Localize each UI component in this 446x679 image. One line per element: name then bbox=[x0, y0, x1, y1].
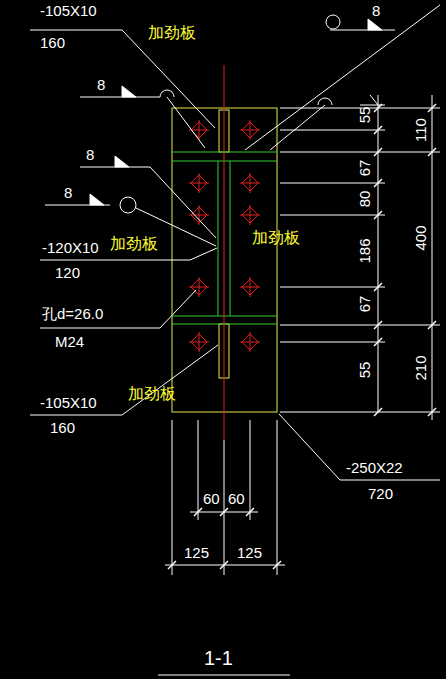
bolt-cross bbox=[250, 332, 251, 352]
bolt-cross bbox=[250, 173, 251, 193]
bolt-cross bbox=[250, 120, 251, 140]
dimension: 210 bbox=[413, 355, 428, 380]
plate-length: 120 bbox=[55, 265, 80, 280]
dimension: 60 bbox=[228, 491, 245, 506]
plate-size: -250X22 bbox=[346, 460, 403, 475]
plate-length: 160 bbox=[40, 35, 65, 50]
weld-size: 8 bbox=[372, 3, 380, 18]
plate-size: -105X10 bbox=[40, 3, 97, 18]
dimension: 55 bbox=[357, 107, 372, 124]
dimension: 60 bbox=[203, 491, 220, 506]
dimension: 125 bbox=[237, 545, 262, 560]
stiffener-label: 加劲板 bbox=[148, 25, 196, 41]
dimension: 110 bbox=[413, 118, 428, 142]
bolt-cross bbox=[199, 277, 200, 297]
dimension: 67 bbox=[357, 296, 372, 313]
dimension: 125 bbox=[184, 545, 209, 560]
bolt-cross bbox=[250, 277, 251, 297]
plate-size: -105X10 bbox=[40, 395, 97, 410]
weld-size: 8 bbox=[97, 77, 105, 92]
weld-size: 8 bbox=[64, 185, 72, 200]
bolt-cross bbox=[250, 205, 251, 225]
plate-length: 720 bbox=[368, 486, 393, 501]
dimension: 55 bbox=[357, 362, 372, 379]
bolt-cross bbox=[199, 205, 200, 225]
plate-size: -120X10 bbox=[42, 240, 99, 255]
section-title: 1-1 bbox=[204, 648, 233, 668]
weld-size: 8 bbox=[86, 147, 94, 162]
bolt-cross bbox=[199, 332, 200, 352]
dimension: 80 bbox=[357, 191, 372, 208]
stiffener-label: 加劲板 bbox=[252, 230, 300, 246]
bolt-cross bbox=[199, 173, 200, 193]
dimension: 400 bbox=[413, 225, 428, 250]
plate-length: 160 bbox=[50, 420, 75, 435]
stiffener-label: 加劲板 bbox=[128, 386, 176, 402]
hole-note: 孔d=26.0 bbox=[42, 306, 103, 321]
dimension: 186 bbox=[357, 238, 372, 263]
bolt-size: M24 bbox=[55, 334, 84, 349]
dimension: 67 bbox=[357, 160, 372, 177]
stiffener-label: 加劲板 bbox=[110, 236, 158, 252]
bolt-cross bbox=[199, 120, 200, 140]
